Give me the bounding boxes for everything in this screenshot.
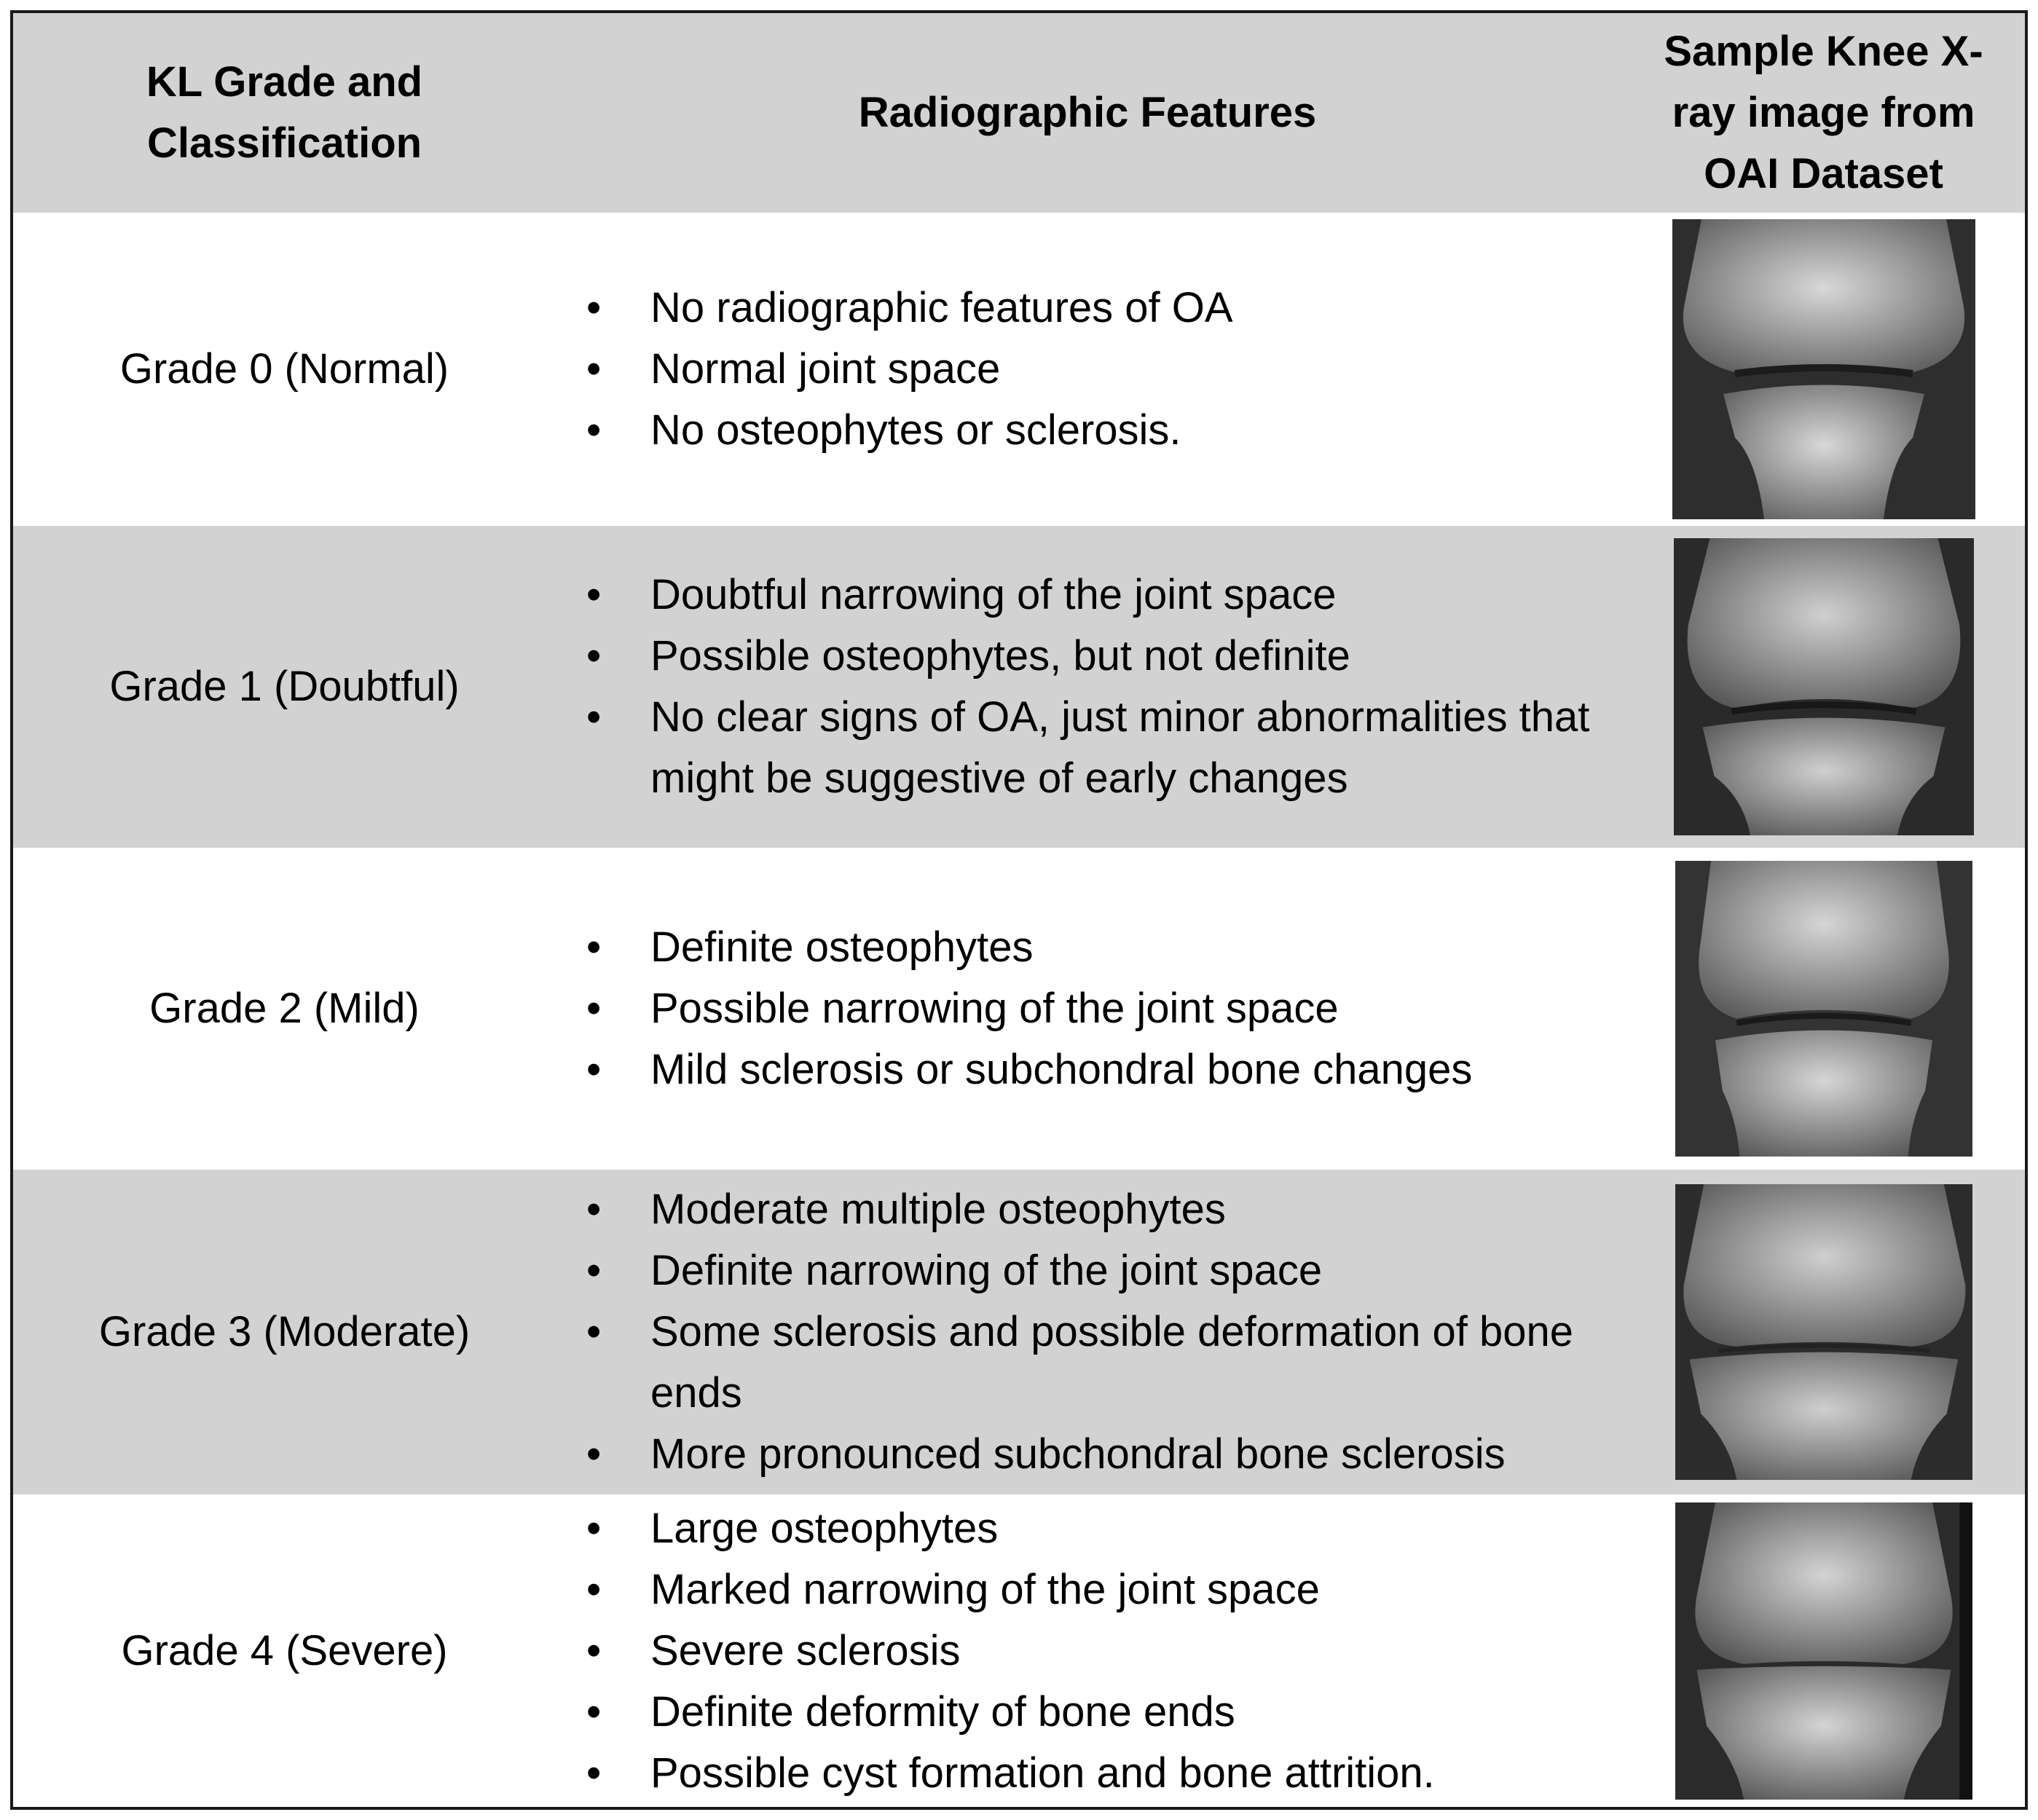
table-row: Grade 3 (Moderate) Moderate multiple ost… bbox=[13, 1170, 2025, 1494]
header-image-line-3: OAI Dataset bbox=[1704, 150, 1943, 197]
table-row: Grade 2 (Mild) Definite osteophytes Poss… bbox=[13, 848, 2025, 1170]
feature-list: Moderate multiple osteophytes Definite n… bbox=[556, 1179, 1634, 1485]
feature-item: No osteophytes or sclerosis. bbox=[556, 400, 1634, 461]
table-row: Grade 0 (Normal) No radiographic feature… bbox=[13, 213, 2025, 526]
feature-item: Marked narrowing of the joint space bbox=[556, 1559, 1634, 1620]
feature-list: No radiographic features of OA Normal jo… bbox=[556, 277, 1634, 461]
grade-label: Grade 3 (Moderate) bbox=[98, 1308, 471, 1355]
grade-label: Grade 1 (Doubtful) bbox=[109, 663, 460, 710]
feature-item: Possible narrowing of the joint space bbox=[556, 978, 1634, 1039]
feature-item: Possible cyst formation and bone attriti… bbox=[556, 1743, 1634, 1804]
header-cell-image: Sample Knee X- ray image from OAI Datase… bbox=[1619, 13, 2028, 213]
table-row: Grade 4 (Severe) Large osteophytes Marke… bbox=[13, 1494, 2025, 1807]
header-features: Radiographic Features bbox=[858, 89, 1317, 136]
feature-item: Normal joint space bbox=[556, 339, 1634, 400]
header-cell-grade: KL Grade and Classification bbox=[13, 13, 556, 213]
header-cell-features: Radiographic Features bbox=[556, 13, 1619, 213]
knee-xray-image bbox=[1673, 538, 1974, 835]
knee-xray-image bbox=[1675, 1502, 1972, 1800]
feature-item: No clear signs of OA, just minor abnorma… bbox=[556, 687, 1634, 809]
feature-item: Large osteophytes bbox=[556, 1498, 1634, 1559]
grade-label: Grade 2 (Mild) bbox=[149, 985, 420, 1032]
header-grade-line-1: KL Grade and bbox=[146, 58, 423, 106]
header-image-line-1: Sample Knee X- bbox=[1664, 28, 1983, 75]
feature-item: Moderate multiple osteophytes bbox=[556, 1179, 1634, 1240]
header-image-line-2: ray image from bbox=[1672, 89, 1975, 136]
feature-list: Doubtful narrowing of the joint space Po… bbox=[556, 564, 1634, 809]
feature-list: Large osteophytes Marked narrowing of th… bbox=[556, 1498, 1634, 1804]
feature-item: Severe sclerosis bbox=[556, 1620, 1634, 1682]
table-header-row: KL Grade and Classification Radiographic… bbox=[13, 13, 2025, 213]
feature-item: Definite narrowing of the joint space bbox=[556, 1240, 1634, 1301]
feature-item: Doubtful narrowing of the joint space bbox=[556, 564, 1634, 626]
knee-xray-image bbox=[1675, 1184, 1972, 1480]
feature-item: No radiographic features of OA bbox=[556, 277, 1634, 339]
grade-label: Grade 0 (Normal) bbox=[119, 345, 449, 393]
feature-list: Definite osteophytes Possible narrowing … bbox=[556, 917, 1634, 1100]
kl-grade-table: KL Grade and Classification Radiographic… bbox=[10, 10, 2028, 1810]
feature-item: Definite osteophytes bbox=[556, 917, 1634, 978]
feature-item: Mild sclerosis or subchondral bone chang… bbox=[556, 1039, 1634, 1100]
feature-item: Possible osteophytes, but not definite bbox=[556, 626, 1634, 687]
feature-item: Definite deformity of bone ends bbox=[556, 1682, 1634, 1743]
table-row: Grade 1 (Doubtful) Doubtful narrowing of… bbox=[13, 526, 2025, 848]
header-grade-line-2: Classification bbox=[146, 119, 422, 167]
feature-item: Some sclerosis and possible deformation … bbox=[556, 1301, 1634, 1424]
knee-xray-image bbox=[1672, 219, 1975, 519]
feature-item: More pronounced subchondral bone scleros… bbox=[556, 1424, 1634, 1485]
knee-xray-image bbox=[1675, 861, 1972, 1157]
grade-label: Grade 4 (Severe) bbox=[121, 1626, 448, 1674]
